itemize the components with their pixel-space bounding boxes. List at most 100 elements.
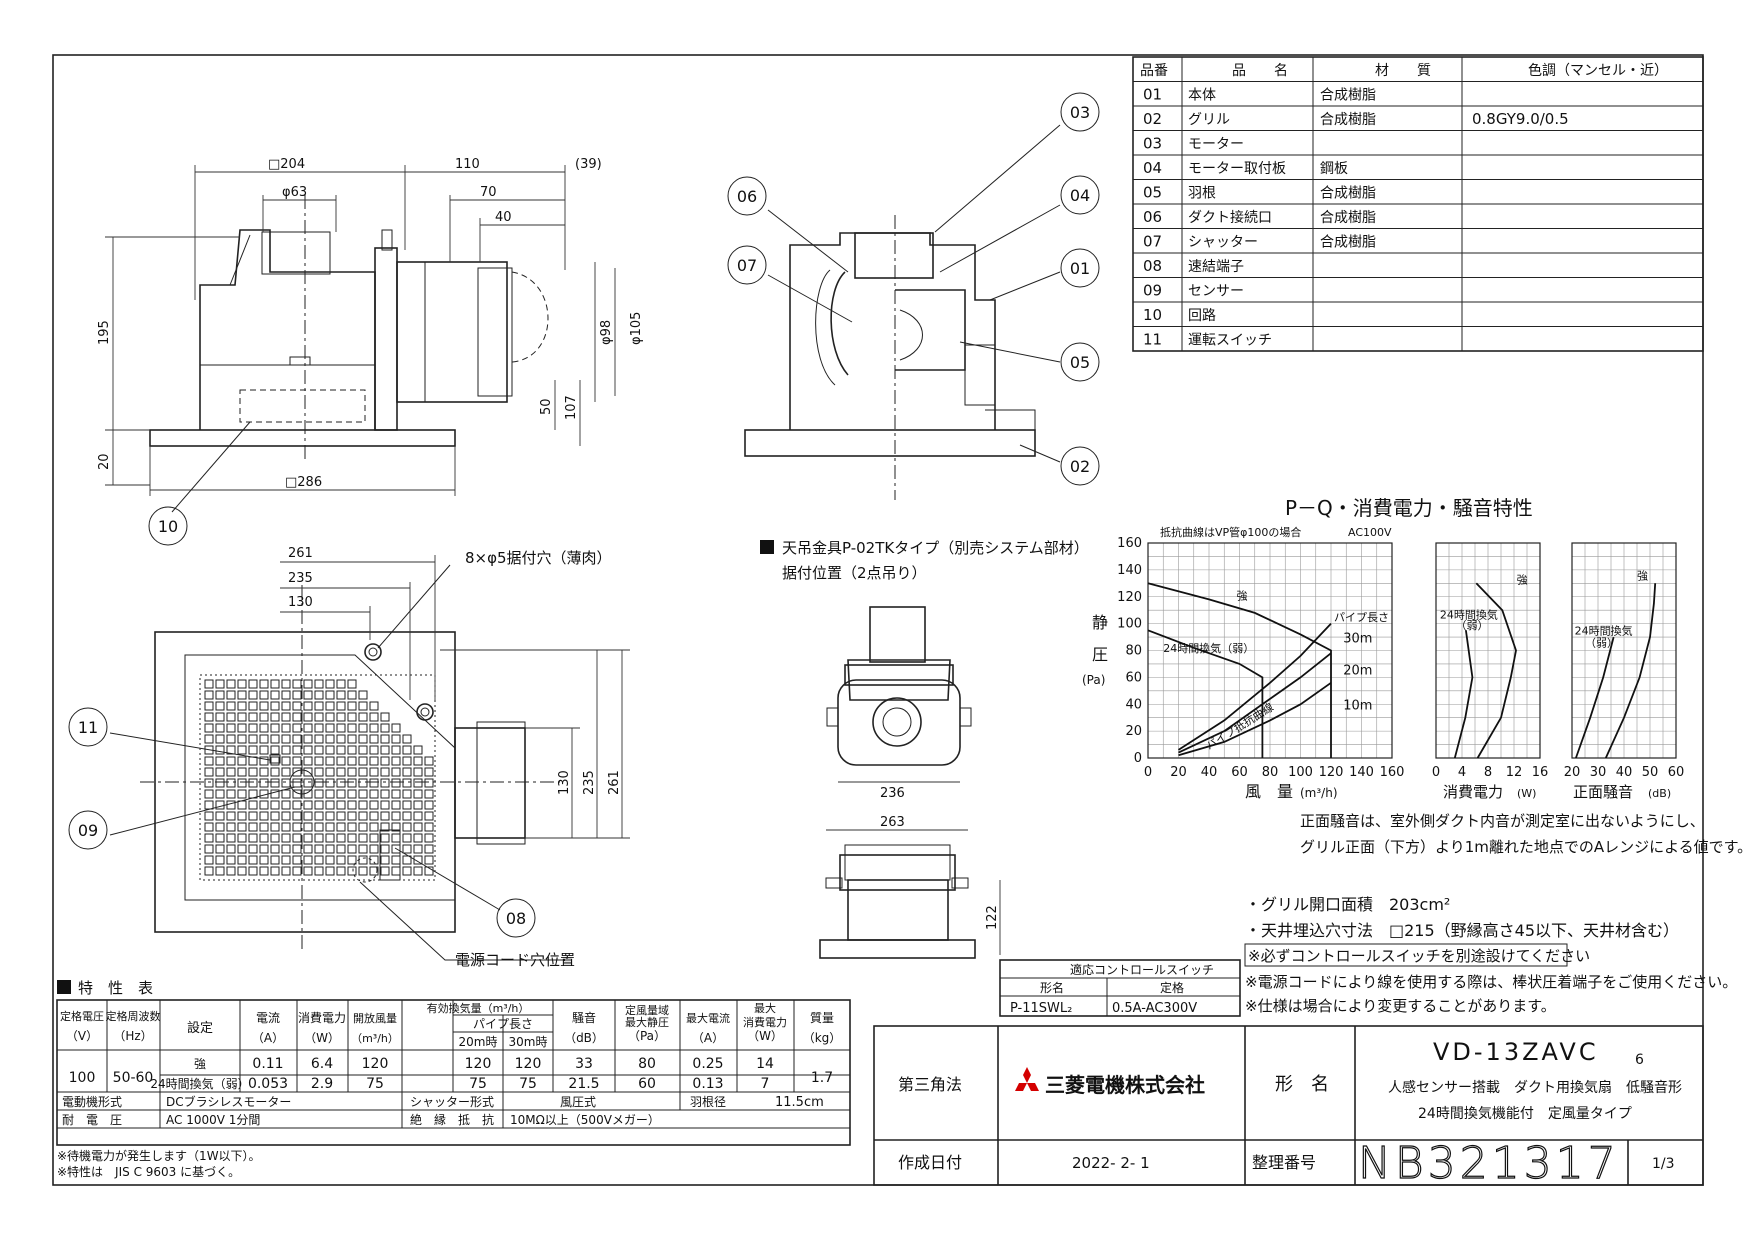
specs-block: ・グリル開口面積 203cm² ・天井埋込穴寸法 □215（野縁高さ45以下、天… [1244,895,1737,1015]
dim-phi63: φ63 [282,185,307,200]
char-cell: 2.9 [311,1076,333,1092]
spec-grille-area: ・グリル開口面積 203cm² [1245,895,1450,914]
dim-130-top: 130 [288,595,313,610]
char-cell: 6.4 [311,1056,333,1072]
noise-xtick: 40 [1616,765,1633,780]
dim-110: 110 [455,157,480,172]
withstand-value: AC 1000V 1分間 [166,1113,260,1127]
power-label-strong: 強 [1517,573,1528,586]
char-foot-2: ※特性は JIS C 9603 に基づく。 [57,1164,240,1179]
side-view-drawing [105,165,616,513]
hanger-subtitle: 据付位置（2点吊り） [782,564,927,582]
dim-130-right: 130 [557,770,572,795]
model-suffix: 6 [1635,1052,1644,1068]
hdr-static-2: 最大静圧 [625,1015,669,1029]
char-cell: 24時間換気（弱） [150,1076,249,1091]
hanger-section: 天吊金具P-02TKタイプ（別売システム部材） 据付位置（2点吊り） 236 2… [760,539,1089,959]
parts-material: 合成樹脂 [1320,186,1376,202]
shutter-label: シャッター形式 [410,1095,494,1109]
hdr-freq-unit: （Hz） [113,1029,152,1043]
pq-ytick: 160 [1117,536,1142,551]
model-number: VD-13ZAVC [1433,1038,1599,1066]
hdr-current: 電流 [256,1011,280,1025]
noise-xtick: 20 [1564,765,1581,780]
hdr-current-unit: （A） [252,1031,284,1045]
noise-series-line [1575,636,1615,759]
date-value: 2022- 2- 1 [1072,1154,1150,1172]
pq-ytick: 40 [1125,697,1142,712]
model-desc-2: 24時間換気機能付 定風量タイプ [1418,1106,1632,1122]
control-switch-rating: 0.5A-AC300V [1112,1001,1197,1016]
char-cell: 14 [756,1056,774,1072]
char-cell: 21.5 [568,1076,599,1092]
dim-70: 70 [480,185,497,200]
plan-view-drawing [109,555,630,961]
parts-name: 回路 [1188,308,1216,324]
parts-material: 合成樹脂 [1320,112,1376,128]
power-label-weak-1: 24時間換気 [1440,607,1498,621]
hdr-open-flow: 開放風量 [353,1011,397,1025]
parts-material: 合成樹脂 [1320,235,1376,251]
char-cell: 80 [638,1056,656,1072]
callout-number-10: 10 [158,517,178,536]
power-series-line [1453,630,1474,759]
pq-ytick: 60 [1125,670,1142,685]
parts-number: 09 [1143,282,1162,300]
motor-label: 電動機形式 [62,1094,122,1109]
blade-label: 羽根径 [690,1095,726,1109]
pq-ylabel-1: 静 [1092,613,1108,632]
company-logo-icon [1015,1067,1039,1091]
parts-name: グリル [1188,112,1230,128]
pq-yunit: (Pa) [1082,673,1105,687]
power-xtick: 0 [1432,765,1440,780]
callout-circle [496,898,536,938]
mounting-holes-label: 8×φ5据付穴（薄肉） [465,549,612,567]
parts-number: 10 [1143,306,1162,324]
dim-195: 195 [97,320,112,345]
hanger-width-263: 263 [880,815,905,830]
hdr-mass-unit: （kg） [803,1031,842,1045]
hdr-mass: 質量 [810,1010,834,1025]
parts-name: ダクト接続口 [1188,209,1272,226]
dim-50: 50 [539,398,554,415]
hdr-static-3: （Pa） [628,1029,666,1043]
hdr-max-power-3: （W） [747,1029,783,1043]
drawing-number: NB321317 [1358,1138,1620,1189]
pq-resistance-line [1178,622,1332,751]
projection-label: 第三角法 [898,1075,962,1094]
insulation-value: 10MΩ以上（500Vメガー） [510,1113,660,1127]
control-switch-h2: 定格 [1160,980,1184,995]
pq-ytick: 20 [1125,724,1142,739]
char-cell: 0.25 [692,1056,723,1072]
pq-series-label-weak: 24時間換気（弱） [1163,641,1254,655]
pq-xtick: 40 [1201,765,1218,780]
char-mass: 1.7 [811,1070,833,1086]
power-xtick: 4 [1458,765,1466,780]
power-label-weak-2: （弱） [1456,619,1489,632]
callout-number-08: 08 [506,909,526,928]
title-block: 第三角法 三菱電機株式会社 形 名 VD-13ZAVC 6 人感センサー搭載 ダ… [873,1025,1704,1190]
parts-number: 11 [1143,331,1162,349]
section-view-drawing [744,124,1061,500]
parts-number: 04 [1143,159,1162,177]
dim-phi98: φ98 [599,320,614,345]
control-switch-table: 適応コントロールスイッチ 形名 定格 P-11SWL₂ 0.5A-AC300V [999,959,1241,1017]
pq-ytick: 80 [1125,644,1142,659]
callout-circle [1060,446,1100,486]
callout-number-09: 09 [78,821,98,840]
pq-xtick: 80 [1262,765,1279,780]
char-cell: 75 [366,1076,384,1092]
page-number: 1/3 [1652,1156,1675,1172]
callout-number-06: 06 [737,187,757,206]
note-cord: ※電源コードにより線を使用する際は、棒状圧着端子をご使用ください。 [1245,973,1737,991]
char-cell: 33 [575,1056,593,1072]
hdr-open-flow-unit: （m³/h） [351,1032,399,1045]
chart-note-top: 抵抗曲線はVP管φ100の場合 [1160,525,1301,539]
hdr-noise-unit: （dB） [564,1031,604,1045]
char-cell: 120 [515,1056,542,1072]
power-xtick: 8 [1484,765,1492,780]
noise-xtick: 60 [1668,765,1685,780]
pq-xtick: 60 [1231,765,1248,780]
control-switch-title: 適応コントロールスイッチ [1070,962,1214,977]
